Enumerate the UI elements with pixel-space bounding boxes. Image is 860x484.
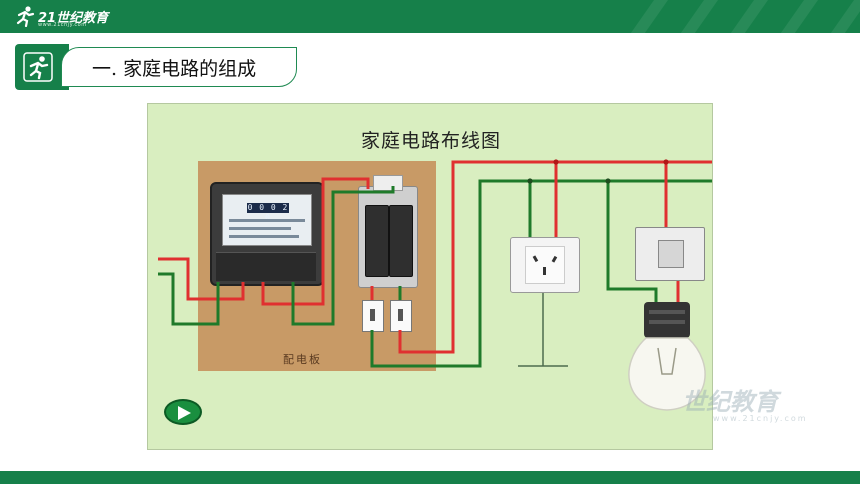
runner-icon	[23, 52, 53, 82]
light-bulb	[628, 302, 706, 411]
lamp-neutral	[606, 181, 658, 304]
section-title: 一. 家庭电路的组成	[92, 57, 257, 80]
main-switch	[358, 175, 418, 288]
watermark-brand: 世纪教育	[682, 388, 778, 416]
neutral-wire-in	[158, 272, 220, 326]
meter-to-breaker-neutral	[291, 186, 395, 326]
brand-logo[interactable]: 21世纪教育	[14, 5, 108, 27]
wiring-diagram: 家庭电路布线图 配电板 0 0 0 2 0	[147, 103, 713, 450]
play-icon	[178, 406, 191, 420]
meter-face: 0 0 0 2 0	[222, 194, 312, 246]
watermark-url: www.21cnjy.com	[713, 414, 808, 423]
live-main	[398, 160, 712, 354]
runner-icon	[16, 6, 35, 27]
socket-holes-icon	[532, 255, 558, 275]
meter-to-breaker-live	[261, 177, 370, 306]
wiring	[158, 159, 712, 411]
fuse-left	[362, 300, 384, 332]
wall-socket	[510, 237, 580, 293]
section-title-box: 一. 家庭电路的组成	[61, 47, 297, 87]
meter-reading: 0 0 0 2 0	[247, 203, 289, 222]
brand-url: www.21cnjy.com	[38, 22, 87, 28]
brand-name: 21世纪教育	[38, 10, 109, 26]
distribution-board-label: 配电板	[283, 353, 322, 366]
section-heading: 一. 家庭电路的组成	[15, 44, 297, 90]
top-banner: 21世纪教育 www.21cnjy.com	[0, 0, 860, 33]
diagram-title: 家庭电路布线图	[360, 130, 501, 152]
section-icon-box	[15, 44, 69, 90]
meter-terminal-block	[216, 252, 316, 281]
wall-switch	[635, 227, 705, 281]
play-button[interactable]	[164, 399, 202, 425]
socket-ground	[518, 291, 568, 367]
neutral-main	[370, 179, 712, 368]
live-wire-in	[158, 257, 245, 301]
bottom-banner	[0, 471, 860, 484]
electricity-meter: 0 0 0 2 0	[210, 182, 324, 286]
